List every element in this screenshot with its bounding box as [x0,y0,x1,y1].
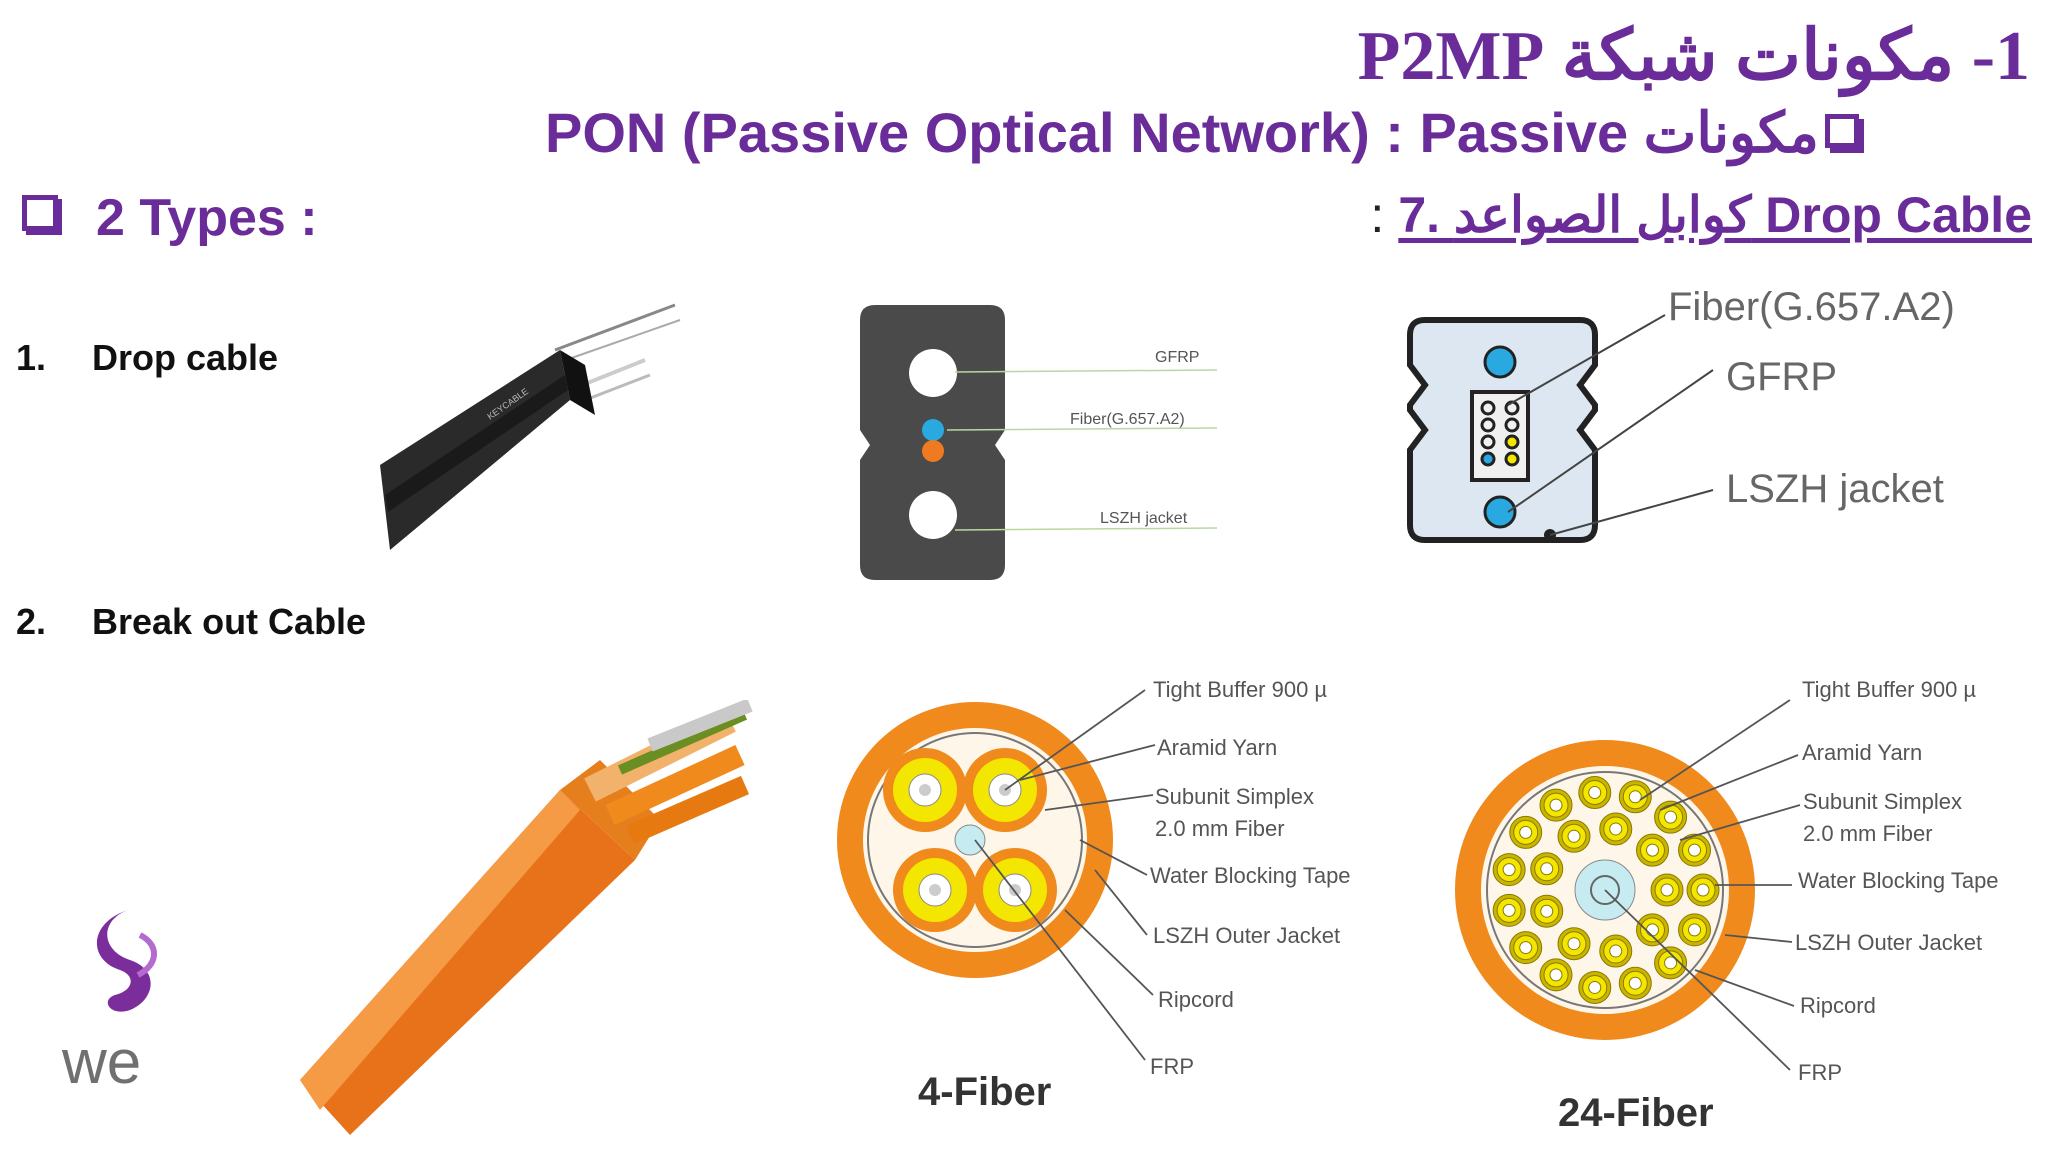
label-fiber-size: 2.0 mm Fiber [1803,821,1933,846]
fiber-units [1492,776,1720,1004]
heading-colon: : [1370,187,1385,243]
fiber-unit [1645,843,1659,857]
list-number: 2. [16,601,47,642]
list-label: Break out Cable [92,601,367,642]
list-label: Drop cable [92,337,279,378]
caption-4-fiber: 4-Fiber [918,1070,1051,1114]
fiber-unit [1549,968,1563,982]
fiber-unit [1664,810,1678,824]
label-water-blocking-tape: Water Blocking Tape [1798,868,1999,893]
label-fiber: Fiber(G.657.A2) [1070,411,1185,428]
fiber-unit [1628,790,1642,804]
fiber-unit [1540,904,1554,918]
label-frp: FRP [1150,1054,1194,1079]
slide-subtitle: PON (Passive Optical Network) : Passive … [545,100,1859,166]
label-ripcord: Ripcord [1800,993,1876,1018]
fiber-unit [1567,829,1581,843]
fiber-unit [1588,786,1602,800]
fiber-unit [1519,941,1533,955]
fiber-unit [1628,976,1642,990]
fiber-unit [1664,956,1678,970]
label-subunit-simplex: Subunit Simplex [1803,789,1962,814]
fiber-unit [1609,822,1623,836]
drop-cable-cross-section-small: GFRP Fiber(G.657.A2) LSZH jacket [860,305,1218,580]
list-number: 1. [16,337,47,378]
label-ripcord: Ripcord [1158,987,1234,1012]
drop-cable-heading: :7. كوابل الصواعد Drop Cable [1370,186,2032,244]
label-gfrp: GFRP [1155,349,1199,366]
types-heading: 2 Types : [22,188,318,248]
fiber-unit [1540,862,1554,876]
fiber24-cross-section: Tight Buffer 900 µ Aramid Yarn Subunit S… [1455,677,1999,1135]
fiber-unit [1660,883,1674,897]
fiber-unit [1567,937,1581,951]
label-aramid-yarn: Aramid Yarn [1802,740,1922,765]
checkbox-bullet-icon [1824,114,1859,148]
label-fiber: Fiber(G.657.A2) [1668,285,1955,329]
fiber-unit [1502,903,1516,917]
label-subunit-simplex: Subunit Simplex [1155,784,1314,809]
fiber-unit [1588,980,1602,994]
types-label: 2 Types : [96,189,318,247]
fiber4-cross-section: Tight Buffer 900 µ Aramid Yarn Subunit S… [837,677,1351,1114]
breakout-cable-photo [300,700,753,1135]
drop-cable-photo: KEYCABLE [380,303,681,550]
label-gfrp: GFRP [1726,355,1837,399]
fiber-unit [1688,923,1702,937]
list-item: 1. Drop cable [16,337,278,379]
label-frp: FRP [1798,1060,1842,1085]
checkbox-bullet-icon [22,195,58,231]
fiber-unit [1549,798,1563,812]
list-item: 2. Break out Cable [16,601,366,643]
fiber-unit [1688,843,1702,857]
label-tight-buffer: Tight Buffer 900 µ [1153,677,1327,702]
fiber-unit [1609,944,1623,958]
drop-cable-cross-section-large: Fiber(G.657.A2) GFRP LSZH jacket [1407,285,1955,543]
fiber-unit [1519,825,1533,839]
label-aramid-yarn: Aramid Yarn [1157,735,1277,760]
label-tight-buffer: Tight Buffer 900 µ [1802,677,1976,702]
drop-cable-heading-text: 7. كوابل الصواعد Drop Cable [1398,187,2032,243]
subtitle-text: PON (Passive Optical Network) : Passive … [545,101,1819,164]
label-lszh-outer-jacket: LSZH Outer Jacket [1795,930,1982,955]
logo-text: we [61,1028,141,1090]
fiber-unit [1696,883,1710,897]
fiber-unit [1645,923,1659,937]
fiber-unit [1502,863,1516,877]
label-lszh-outer-jacket: LSZH Outer Jacket [1153,923,1340,948]
label-water-blocking-tape: Water Blocking Tape [1150,863,1351,888]
label-fiber-size: 2.0 mm Fiber [1155,816,1285,841]
slide-title: 1- مكونات شبكة P2MP [1357,18,2030,95]
we-logo: we [61,910,157,1090]
label-lszh-jacket: LSZH jacket [1726,467,1944,511]
label-lszh-jacket: LSZH jacket [1100,510,1188,527]
caption-24-fiber: 24-Fiber [1558,1091,1714,1135]
